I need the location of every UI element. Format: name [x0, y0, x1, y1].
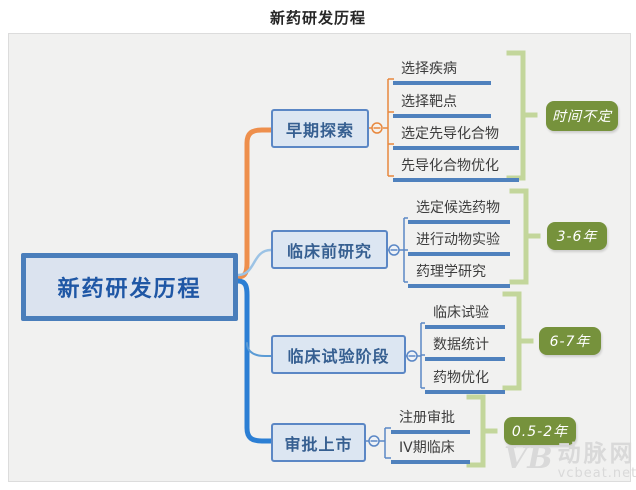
watermark: VB 动脉网 vcbeat.net: [504, 441, 636, 482]
collapse-icon-early-exploration[interactable]: [371, 122, 383, 134]
watermark-name: 动脉网: [557, 441, 636, 467]
mindmap-canvas: 新药研发历程 早期探索 临床前研究 临床试验阶段 审批上市 选择疾病 选择靶点 …: [8, 33, 636, 482]
subtopic-drug-optimization[interactable]: 药物优化: [425, 365, 505, 394]
duration-badge-preclinical[interactable]: 3-6年: [547, 222, 607, 250]
vcbeat-logo-icon: VB: [504, 441, 553, 476]
watermark-url: vcbeat.net: [557, 466, 636, 481]
branch-line-preclinical: [236, 248, 273, 277]
branch-node-preclinical[interactable]: 临床前研究: [271, 230, 388, 269]
duration-badge-early-exploration[interactable]: 时间不定: [546, 101, 618, 131]
subtopic-select-disease[interactable]: 选择疾病: [393, 56, 491, 85]
collapse-icon-approval[interactable]: [368, 435, 380, 447]
page-title: 新药研发历程: [269, 9, 366, 27]
duration-badge-clinical-trial[interactable]: 6-7年: [539, 327, 601, 355]
subtopic-animal-testing[interactable]: 进行动物实验: [408, 227, 510, 256]
subtopic-registration-approval[interactable]: 注册审批: [391, 405, 470, 434]
duration-badge-approval[interactable]: 0.5-2年: [504, 417, 576, 445]
subtopic-select-lead-compound[interactable]: 选定先导化合物: [393, 121, 519, 150]
branch-node-clinical-trial[interactable]: 临床试验阶段: [271, 335, 406, 374]
subtopic-clinical-test[interactable]: 临床试验: [425, 300, 505, 329]
subtopic-candidate-drug[interactable]: 选定候选药物: [408, 195, 510, 224]
branch-node-approval[interactable]: 审批上市: [271, 423, 366, 462]
branch-line-approval: [235, 278, 274, 444]
root-node[interactable]: 新药研发历程: [21, 253, 238, 321]
collapse-icon-preclinical[interactable]: [388, 244, 400, 256]
subtopic-lead-optimization[interactable]: 先导化合物优化: [393, 153, 519, 182]
duration-bracket-approval: [466, 394, 498, 468]
duration-bracket-preclinical: [509, 188, 541, 285]
subtopic-data-statistics[interactable]: 数据统计: [425, 332, 505, 361]
branch-line-early-exploration: [235, 127, 274, 280]
subtopic-phase-iv-clinical[interactable]: IV期临床: [391, 435, 470, 464]
collapse-icon-clinical-trial[interactable]: [406, 350, 418, 362]
branch-node-early-exploration[interactable]: 早期探索: [271, 109, 369, 148]
subtopic-pharmacology[interactable]: 药理学研究: [408, 259, 510, 288]
subtopic-select-target[interactable]: 选择靶点: [393, 89, 491, 118]
duration-bracket-clinical-trial: [502, 291, 534, 391]
branch-line-clinical-trial: [246, 342, 272, 357]
